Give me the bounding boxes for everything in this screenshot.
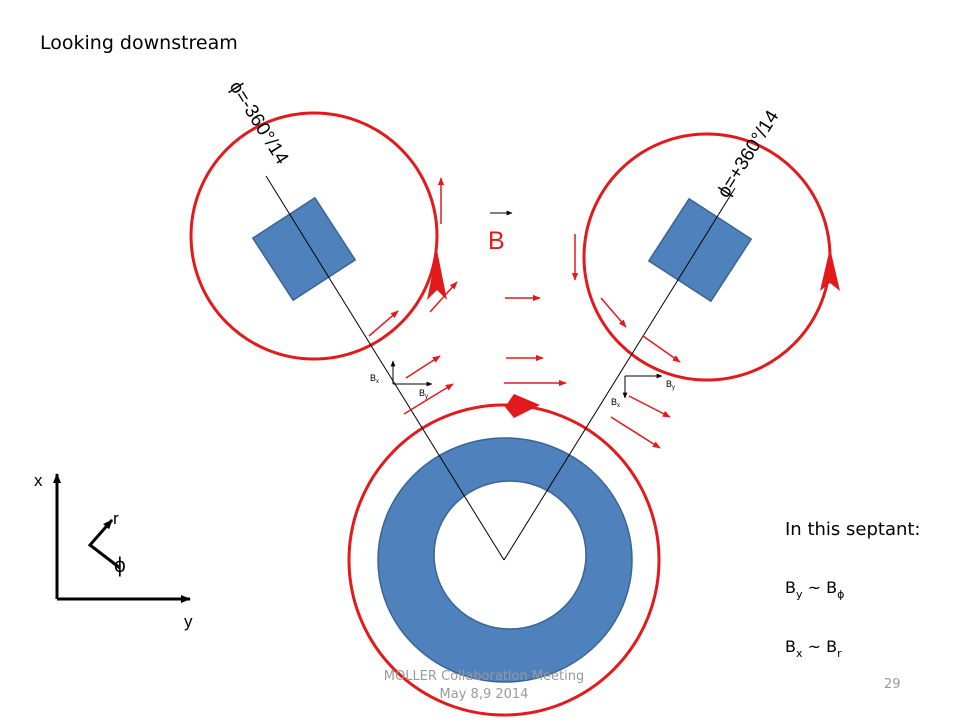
axis-x-label: x: [34, 471, 43, 490]
footer-line-1: MOLLER Collaboration Meeting: [383, 669, 585, 684]
central-ring-coil: [377, 437, 633, 683]
septant-note-title: In this septant:: [785, 519, 921, 540]
slide-footer: MOLLER Collaboration Meeting May 8,9 201…: [360, 668, 608, 704]
page-number: 29: [884, 677, 901, 692]
relation-by-bphi: By ~ Bϕ: [785, 578, 845, 601]
vector-right-by: By: [666, 379, 675, 391]
coordinate-axes: x y r ϕ: [34, 471, 193, 631]
axis-y-label: y: [184, 612, 193, 631]
field-arrows: [368, 177, 681, 449]
vector-left: Bx By: [370, 360, 433, 400]
phi-left-label: ϕ=-360°/14: [225, 78, 293, 169]
axis-r-label: r: [113, 509, 119, 528]
footer-line-2: May 8,9 2014: [439, 687, 529, 702]
vector-left-bx: Bx: [370, 373, 379, 385]
field-circle-left: [189, 111, 447, 361]
coil-left: [251, 196, 357, 302]
vector-left-by: By: [419, 388, 428, 400]
field-circle-right: [582, 132, 840, 382]
vector-right: Bx By: [611, 373, 675, 409]
septant-boundary-right: [503, 187, 736, 561]
field-label: B: [488, 210, 513, 255]
relation-bx-br: Bx ~ Br: [785, 637, 842, 660]
coil-right: [647, 197, 753, 303]
vector-right-bx: Bx: [611, 397, 620, 409]
axis-phi-label: ϕ: [114, 554, 126, 577]
slide-title: Looking downstream: [40, 32, 238, 54]
field-label-text: B: [488, 227, 505, 255]
septant-boundary-left: [265, 175, 505, 561]
field-circle-bottom: [347, 394, 661, 717]
